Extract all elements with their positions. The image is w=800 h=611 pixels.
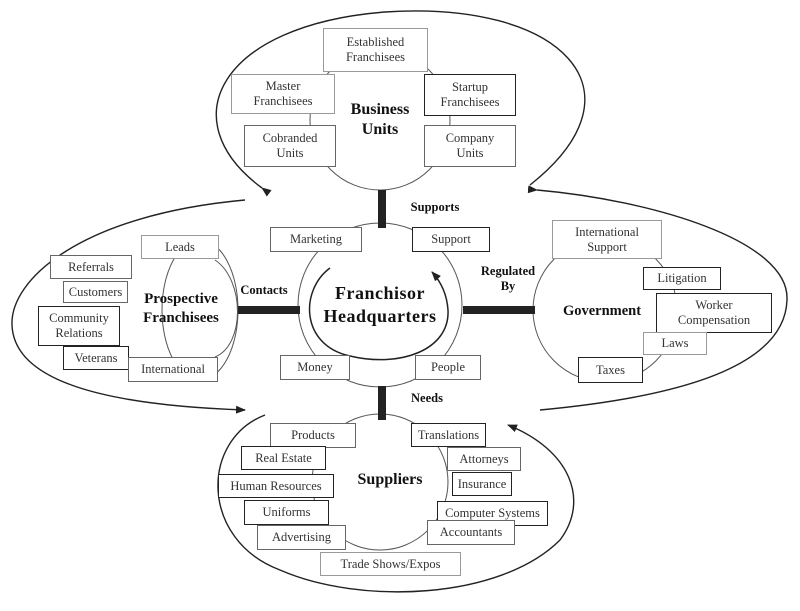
- box-cobranded-units: Cobranded Units: [244, 125, 336, 167]
- box-international: International: [128, 357, 218, 382]
- box-litigation: Litigation: [643, 267, 721, 290]
- box-label: Units: [456, 146, 484, 160]
- box-leads: Leads: [141, 235, 219, 259]
- prospective-arc: [214, 259, 238, 358]
- relation-supports: Supports: [410, 200, 460, 214]
- box-insurance: Insurance: [452, 472, 512, 496]
- relation-contacts: Contacts: [240, 283, 288, 297]
- box-community-relations: Community Relations: [38, 306, 120, 346]
- box-label: Master: [265, 79, 301, 93]
- center-title-line1: Franchisor: [335, 283, 425, 303]
- box-label: Franchisees: [345, 50, 405, 64]
- box-marketing: Marketing: [270, 227, 362, 252]
- box-laws: Laws: [643, 332, 707, 355]
- box-label: Compensation: [677, 313, 751, 327]
- box-worker-compensation: Worker Compensation: [656, 293, 772, 333]
- box-label: Company: [445, 131, 495, 145]
- connector-right: [463, 306, 535, 314]
- government-outer-curve: [527, 185, 788, 411]
- box-money: Money: [280, 355, 350, 380]
- box-label: Established: [346, 35, 405, 49]
- box-translations: Translations: [411, 423, 486, 447]
- business-units-outer-curve: [215, 10, 586, 197]
- box-startup-franchisees: Startup Franchisees: [424, 74, 516, 116]
- box-advertising: Advertising: [257, 525, 346, 550]
- connector-top: [378, 190, 386, 228]
- box-label: Franchisees: [440, 95, 500, 109]
- box-label: Units: [276, 146, 304, 160]
- relation-regulated-by: Regulated By: [470, 264, 546, 294]
- box-established-franchisees: Established Franchisees: [323, 28, 428, 72]
- box-veterans: Veterans: [63, 346, 129, 370]
- box-support: Support: [412, 227, 490, 252]
- box-international-support: International Support: [552, 220, 662, 259]
- box-human-resources: Human Resources: [218, 474, 334, 498]
- box-real-estate: Real Estate: [241, 446, 326, 470]
- box-label: Startup: [451, 80, 489, 94]
- box-people: People: [415, 355, 481, 380]
- center-cycle-arrow: [308, 267, 449, 361]
- box-uniforms: Uniforms: [244, 500, 329, 525]
- box-products: Products: [270, 423, 356, 448]
- box-accountants: Accountants: [427, 520, 515, 545]
- prospective-title-line2: Franchisees: [143, 309, 219, 326]
- prospective-outer-curve: [11, 199, 246, 414]
- business-units-title-line2: Units: [361, 121, 399, 138]
- connector-left: [238, 306, 300, 314]
- box-label: Cobranded: [262, 131, 318, 145]
- box-label: International: [575, 224, 639, 239]
- prospective-franchisees-title: Prospective Franchisees: [126, 290, 236, 328]
- box-label: Worker: [695, 298, 733, 312]
- prospective-title-line1: Prospective: [144, 291, 218, 307]
- box-customers: Customers: [63, 281, 128, 303]
- box-label: Support: [587, 239, 627, 254]
- box-company-units: Company Units: [424, 125, 516, 167]
- relation-needs: Needs: [411, 391, 443, 405]
- box-referrals: Referrals: [50, 255, 132, 279]
- business-units-title-line1: Business: [350, 101, 410, 118]
- center-title-line2: Headquarters: [323, 305, 437, 326]
- box-trade-shows-expos: Trade Shows/Expos: [320, 552, 461, 576]
- suppliers-title: Suppliers: [357, 471, 423, 488]
- box-master-franchisees: Master Franchisees: [231, 74, 335, 114]
- government-title: Government: [562, 303, 642, 319]
- relation-regulated-line2: By: [500, 279, 516, 293]
- box-label: Community: [49, 311, 109, 325]
- connector-bottom: [378, 386, 386, 420]
- relation-regulated-line1: Regulated: [480, 264, 536, 278]
- box-attorneys: Attorneys: [447, 447, 521, 471]
- center-title: Franchisor Headquarters: [310, 282, 450, 327]
- box-label: Relations: [55, 326, 103, 340]
- box-taxes: Taxes: [578, 357, 643, 383]
- business-units-title: Business Units: [330, 100, 430, 140]
- box-label: Franchisees: [253, 94, 313, 108]
